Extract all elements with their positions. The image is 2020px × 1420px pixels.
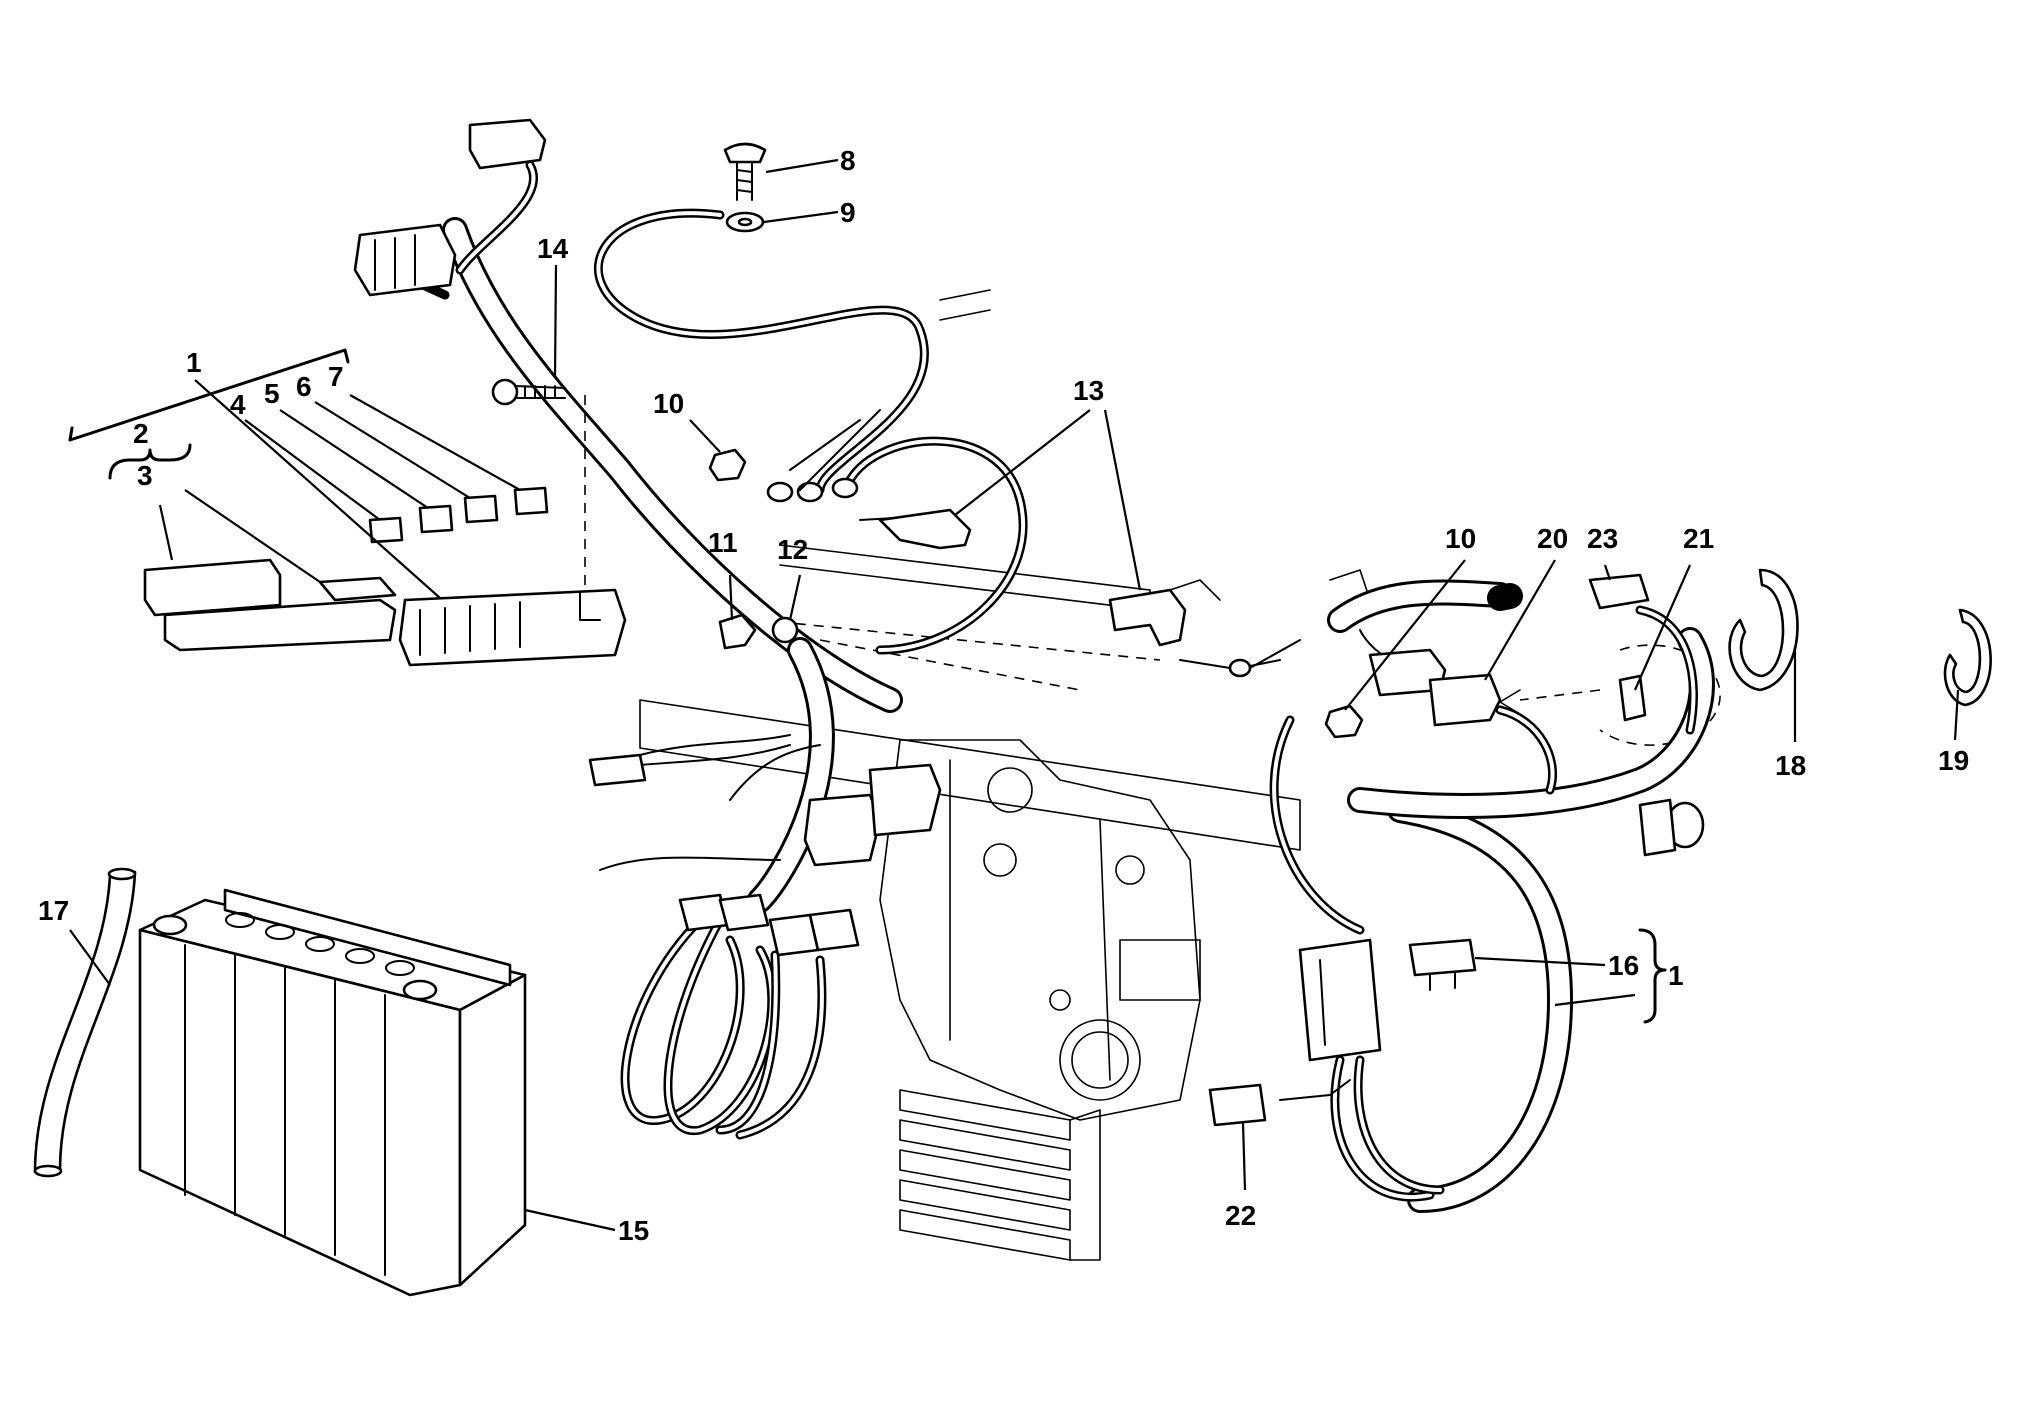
callout-5: 5 [264, 378, 280, 409]
callout-23: 23 [1587, 523, 1618, 554]
callout-12: 12 [777, 534, 808, 565]
callout-22: 22 [1225, 1200, 1256, 1231]
leader-lines [68, 158, 1960, 1232]
callout-21: 21 [1683, 523, 1714, 554]
callout-14: 14 [537, 233, 569, 264]
callout-1b: 1 [1668, 960, 1684, 991]
callout-17: 17 [38, 895, 69, 926]
callout-13: 13 [1073, 375, 1104, 406]
callout-19: 19 [1938, 745, 1969, 776]
callout-16: 16 [1608, 950, 1639, 981]
callout-11: 11 [708, 527, 738, 558]
callout-7: 7 [328, 361, 344, 392]
callout-15: 15 [618, 1215, 649, 1246]
callout-2: 2 [133, 418, 149, 449]
wires [385, 160, 1698, 1202]
frame-ghost [639, 289, 1721, 1261]
callout-3: 3 [137, 460, 153, 491]
callout-10a: 10 [653, 388, 684, 419]
callout-8: 8 [840, 145, 856, 176]
callout-18: 18 [1775, 750, 1806, 781]
callout-20: 20 [1537, 523, 1568, 554]
callout-4: 4 [230, 389, 246, 420]
callout-1: 1 [186, 347, 202, 378]
callout-6: 6 [296, 371, 312, 402]
callout-10b: 10 [1445, 523, 1476, 554]
callout-labels: 1 2 3 4 5 6 7 8 9 10 10 11 12 13 14 15 1… [38, 145, 1969, 1246]
callout-9: 9 [840, 197, 856, 228]
parts [33, 118, 1992, 1297]
